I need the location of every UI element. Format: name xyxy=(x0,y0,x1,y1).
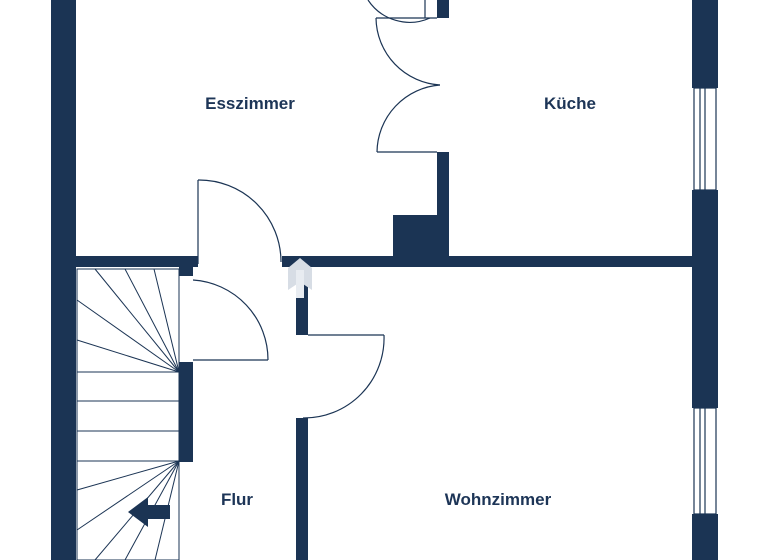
door-top xyxy=(367,0,431,23)
room-label-kueche: Küche xyxy=(544,94,596,113)
window-kueche xyxy=(693,87,717,191)
wall-kueche-top xyxy=(437,0,449,18)
door-esszimmer-flur xyxy=(197,179,282,264)
door-stair xyxy=(192,279,269,361)
outer-wall-right-bottom xyxy=(692,514,718,560)
wall-stair xyxy=(179,362,193,462)
wall-stair-top-post xyxy=(179,267,193,276)
interior-walls xyxy=(76,0,692,560)
room-label-esszimmer: Esszimmer xyxy=(205,94,295,113)
doors xyxy=(192,0,441,419)
wall-h-main xyxy=(282,256,692,267)
wall-h-left-stub xyxy=(76,256,198,267)
window-wohnzimmer xyxy=(693,407,717,515)
chimney xyxy=(393,215,437,256)
outer-wall-right-top xyxy=(692,0,718,88)
wall-kueche-lower xyxy=(437,152,449,256)
door-kueche-double xyxy=(375,17,441,153)
outer-wall-right-mid xyxy=(692,190,718,408)
outer-walls xyxy=(51,0,718,560)
wall-flur-lower xyxy=(296,418,308,560)
room-label-flur: Flur xyxy=(221,490,253,509)
outer-wall-left xyxy=(51,0,76,560)
up-arrow-icon xyxy=(288,258,312,298)
arrow-left-icon xyxy=(128,497,170,527)
room-label-wohnzimmer: Wohnzimmer xyxy=(445,490,552,509)
door-wohnzimmer xyxy=(302,334,385,419)
